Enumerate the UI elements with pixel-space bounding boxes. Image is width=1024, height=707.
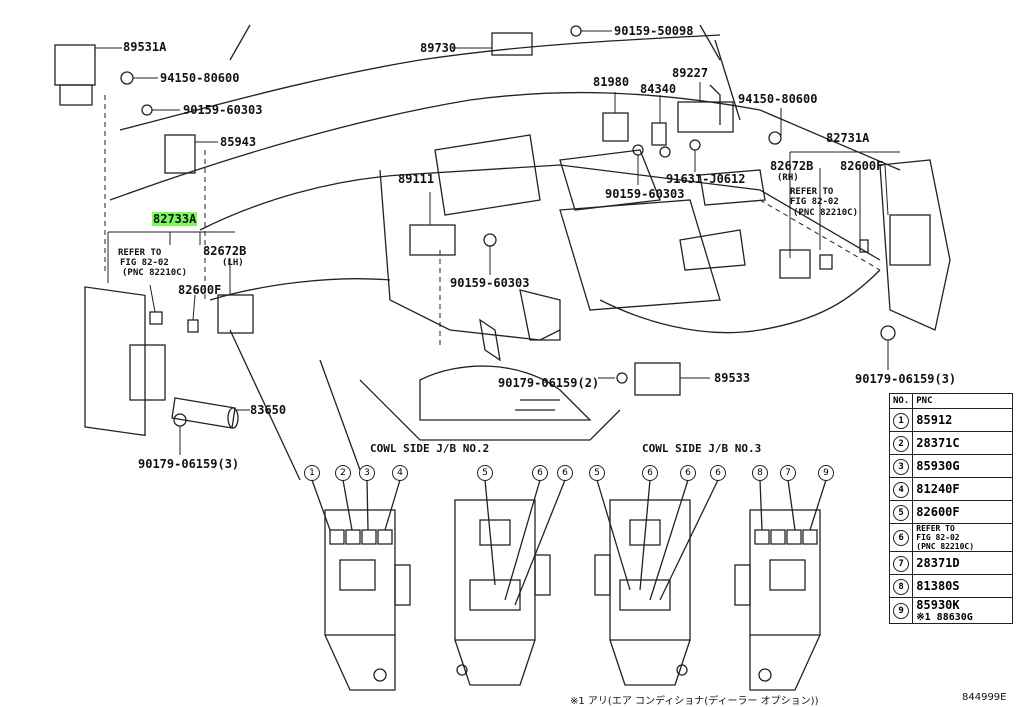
label-94150-80600-left[interactable]: 94150-80600 [160,71,240,85]
label-89227[interactable]: 89227 [672,66,709,80]
label-85943[interactable]: 85943 [220,135,257,149]
label-90179-06159-right[interactable]: 90179-06159(3) [855,372,957,386]
legend-refer-line1: REFER TO [916,524,955,533]
callout-jb3-8: 8 [752,465,768,481]
callout-jb2-4: 4 [392,465,408,481]
legend-row: 6 REFER TO FIG 82-02 (PNC 82210C) [888,523,1013,552]
legend-pnc[interactable]: 81240F [912,477,1013,501]
label-84340[interactable]: 84340 [640,82,677,96]
figure-code: 844999E [962,692,1007,703]
callout-jb3-6b: 6 [680,465,696,481]
label-89533[interactable]: 89533 [714,371,751,385]
legend-no: 1 [893,412,910,429]
callout-jb2-6a: 6 [532,465,548,481]
refer-right-line2: FIG 82-02 [790,197,839,207]
label-89111[interactable]: 89111 [398,172,435,186]
legend-pnc[interactable]: 28371D [912,551,1013,575]
legend-refer-line3: (PNC 82210C) [916,542,975,551]
callout-jb2-5: 5 [477,465,493,481]
refer-left-line2: FIG 82-02 [120,258,169,268]
callout-jb2-1: 1 [304,465,320,481]
legend-pnc-option[interactable]: ※1 88630G [916,612,973,623]
legend-pnc[interactable]: 28371C [912,431,1013,455]
label-rh: (RH) [777,173,799,183]
label-90159-50098[interactable]: 90159-50098 [614,24,694,38]
callout-jb3-6a: 6 [642,465,658,481]
callout-jb2-2: 2 [335,465,351,481]
label-82731A[interactable]: 82731A [826,131,870,145]
callout-jb3-6c: 6 [710,465,726,481]
label-83650[interactable]: 83650 [250,403,287,417]
highlight-82733A: 82733A [152,212,198,226]
label-90179-06159-left[interactable]: 90179-06159(3) [138,457,240,471]
label-90159-60303-bottom[interactable]: 90159-60303 [450,276,530,290]
legend-pnc[interactable]: 81380S [912,574,1013,598]
legend-header: NO. PNC [888,393,1013,409]
center-right-components [409,25,951,411]
footnote: ※1 アリ(エア コンディショナ(ディーラー オプション)) [570,696,819,707]
label-82600F-right[interactable]: 82600F [840,159,884,173]
legend-pnc-multi[interactable]: 85930K ※1 88630G [912,597,1013,624]
legend-no: 5 [893,504,910,521]
title-cowl-jb2: COWL SIDE J/B NO.2 [370,442,490,455]
label-90159-60303-top[interactable]: 90159-60303 [183,103,263,117]
legend-refer: REFER TO FIG 82-02 (PNC 82210C) [912,523,1013,552]
legend-row: 5 82600F [888,500,1013,524]
label-94150-80600-right[interactable]: 94150-80600 [738,92,818,106]
label-89730[interactable]: 89730 [420,41,457,55]
refer-left-line3: (PNC 82210C) [122,268,188,278]
legend-pnc[interactable]: 85930G [912,454,1013,478]
legend-row: 3 85930G [888,454,1013,478]
label-90179-06159-mid[interactable]: 90179-06159(2) [498,376,600,390]
legend-refer-line2: FIG 82-02 [916,533,960,542]
label-lh: (LH) [222,258,244,268]
legend-no: 9 [893,603,910,619]
pnc-legend-table: NO. PNC 1 85912 2 28371C 3 85930G 4 8124… [888,393,1013,624]
legend-pnc[interactable]: 82600F [912,500,1013,524]
dashed-guides [104,95,881,345]
legend-pnc[interactable]: 85912 [912,408,1013,432]
dashboard-outline [109,24,901,481]
refer-right-line1: REFER TO [790,187,834,197]
legend-no: 3 [893,458,910,475]
label-89531A[interactable]: 89531A [123,40,167,54]
legend-row: 7 28371D [888,551,1013,575]
label-82672B-left[interactable]: 82672B [203,244,247,258]
refer-right-line3: (PNC 82210C) [793,208,859,218]
legend-no: 4 [893,481,910,498]
leader-lines [95,30,900,455]
callout-jb2-6b: 6 [557,465,573,481]
callout-jb3-7: 7 [780,465,796,481]
label-82600F-left[interactable]: 82600F [178,283,222,297]
cowl-jb2-drawing [311,479,566,691]
legend-row: 9 85930K ※1 88630G [888,597,1013,624]
callout-jb3-9: 9 [818,465,834,481]
label-81980[interactable]: 81980 [593,75,630,89]
legend-row: 8 81380S [888,574,1013,598]
left-components [54,44,254,437]
label-90159-60303-mid[interactable]: 90159-60303 [605,187,685,201]
callout-jb3-5: 5 [589,465,605,481]
refer-left-line1: REFER TO [118,248,162,258]
label-82672B-right[interactable]: 82672B [770,159,814,173]
label-91631-J0612[interactable]: 91631-J0612 [666,172,746,186]
title-cowl-jb3: COWL SIDE J/B NO.3 [642,442,762,455]
legend-no: 7 [893,555,910,572]
legend-no: 8 [893,578,910,595]
callout-jb2-3: 3 [359,465,375,481]
legend-pnc[interactable]: 85930K [916,598,960,612]
legend-row: 1 85912 [888,408,1013,432]
legend-row: 4 81240F [888,477,1013,501]
legend-no: 2 [893,435,910,452]
cowl-jb3-drawing [594,479,827,691]
legend-no: 6 [893,530,910,546]
legend-row: 2 28371C [888,431,1013,455]
label-82733A[interactable]: 82733A [152,212,198,226]
legend-head-no: NO. [888,393,914,409]
legend-head-pnc: PNC [912,393,1013,409]
